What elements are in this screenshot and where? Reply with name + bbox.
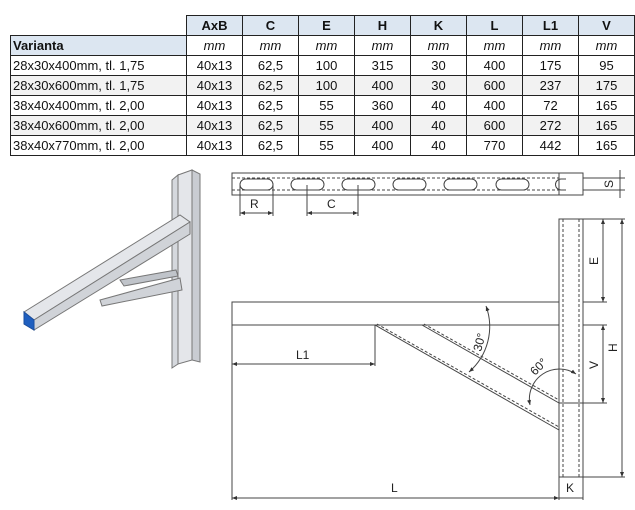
unit-cell: mm [242, 35, 299, 56]
value-cell: 30 [410, 75, 467, 96]
variant-cell: 38x40x600mm, tl. 2,00 [10, 115, 187, 136]
label-h: H [606, 343, 620, 352]
value-cell: 40x13 [186, 135, 243, 156]
value-cell: 770 [466, 135, 523, 156]
table-header-row: AxB C E H K L L1 V [10, 15, 635, 36]
unit-cell: mm [522, 35, 579, 56]
label-r: R [250, 197, 259, 211]
variant-cell: 28x30x600mm, tl. 1,75 [10, 75, 187, 96]
header-v: V [578, 15, 635, 36]
technical-drawing [231, 170, 625, 500]
unit-cell: mm [410, 35, 467, 56]
dimension-labels: R C S E H V L1 L K 30° 60° [250, 180, 620, 495]
label-v: V [587, 361, 601, 369]
label-l1: L1 [296, 348, 310, 362]
dimensions-table: AxB C E H K L L1 V Varianta mm mm mm mm … [10, 15, 635, 156]
value-cell: 62,5 [242, 115, 299, 136]
variant-cell: 28x30x400mm, tl. 1,75 [10, 55, 187, 76]
variant-cell: 38x40x400mm, tl. 2,00 [10, 95, 187, 116]
header-e: E [298, 15, 355, 36]
horizontal-arm [231, 301, 560, 326]
label-k: K [566, 481, 574, 495]
value-cell: 165 [578, 135, 635, 156]
label-c: C [327, 197, 336, 211]
value-cell: 40x13 [186, 75, 243, 96]
value-cell: 272 [522, 115, 579, 136]
value-cell: 442 [522, 135, 579, 156]
value-cell: 40x13 [186, 55, 243, 76]
unit-cell: mm [466, 35, 523, 56]
top-profile-view [231, 172, 584, 196]
value-cell: 175 [578, 75, 635, 96]
label-s: S [602, 180, 616, 188]
units-row: Varianta mm mm mm mm mm mm mm mm [10, 35, 635, 56]
label-angle-60: 60° [527, 355, 550, 378]
value-cell: 165 [578, 115, 635, 136]
value-cell: 40 [410, 95, 467, 116]
label-l: L [391, 481, 398, 495]
header-axb: AxB [186, 15, 243, 36]
value-cell: 40x13 [186, 95, 243, 116]
brace-lower [374, 324, 560, 431]
profile-end-blue [23, 310, 35, 331]
value-cell: 40x13 [186, 115, 243, 136]
value-cell: 40 [410, 115, 467, 136]
value-cell: 62,5 [242, 55, 299, 76]
label-e: E [587, 257, 601, 265]
value-cell: 400 [354, 115, 411, 136]
header-l1: L1 [522, 15, 579, 36]
value-cell: 400 [466, 95, 523, 116]
header-l: L [466, 15, 523, 36]
value-cell: 400 [354, 135, 411, 156]
value-cell: 175 [522, 55, 579, 76]
value-cell: 100 [298, 75, 355, 96]
label-angle-30: 30° [470, 331, 488, 352]
variant-cell: 38x40x770mm, tl. 2,00 [10, 135, 187, 156]
variant-header: Varianta [10, 35, 187, 56]
slots [239, 178, 566, 191]
value-cell: 55 [298, 135, 355, 156]
value-cell: 62,5 [242, 135, 299, 156]
bracket-3d-illustration [23, 169, 201, 369]
vertical-post [558, 218, 584, 478]
